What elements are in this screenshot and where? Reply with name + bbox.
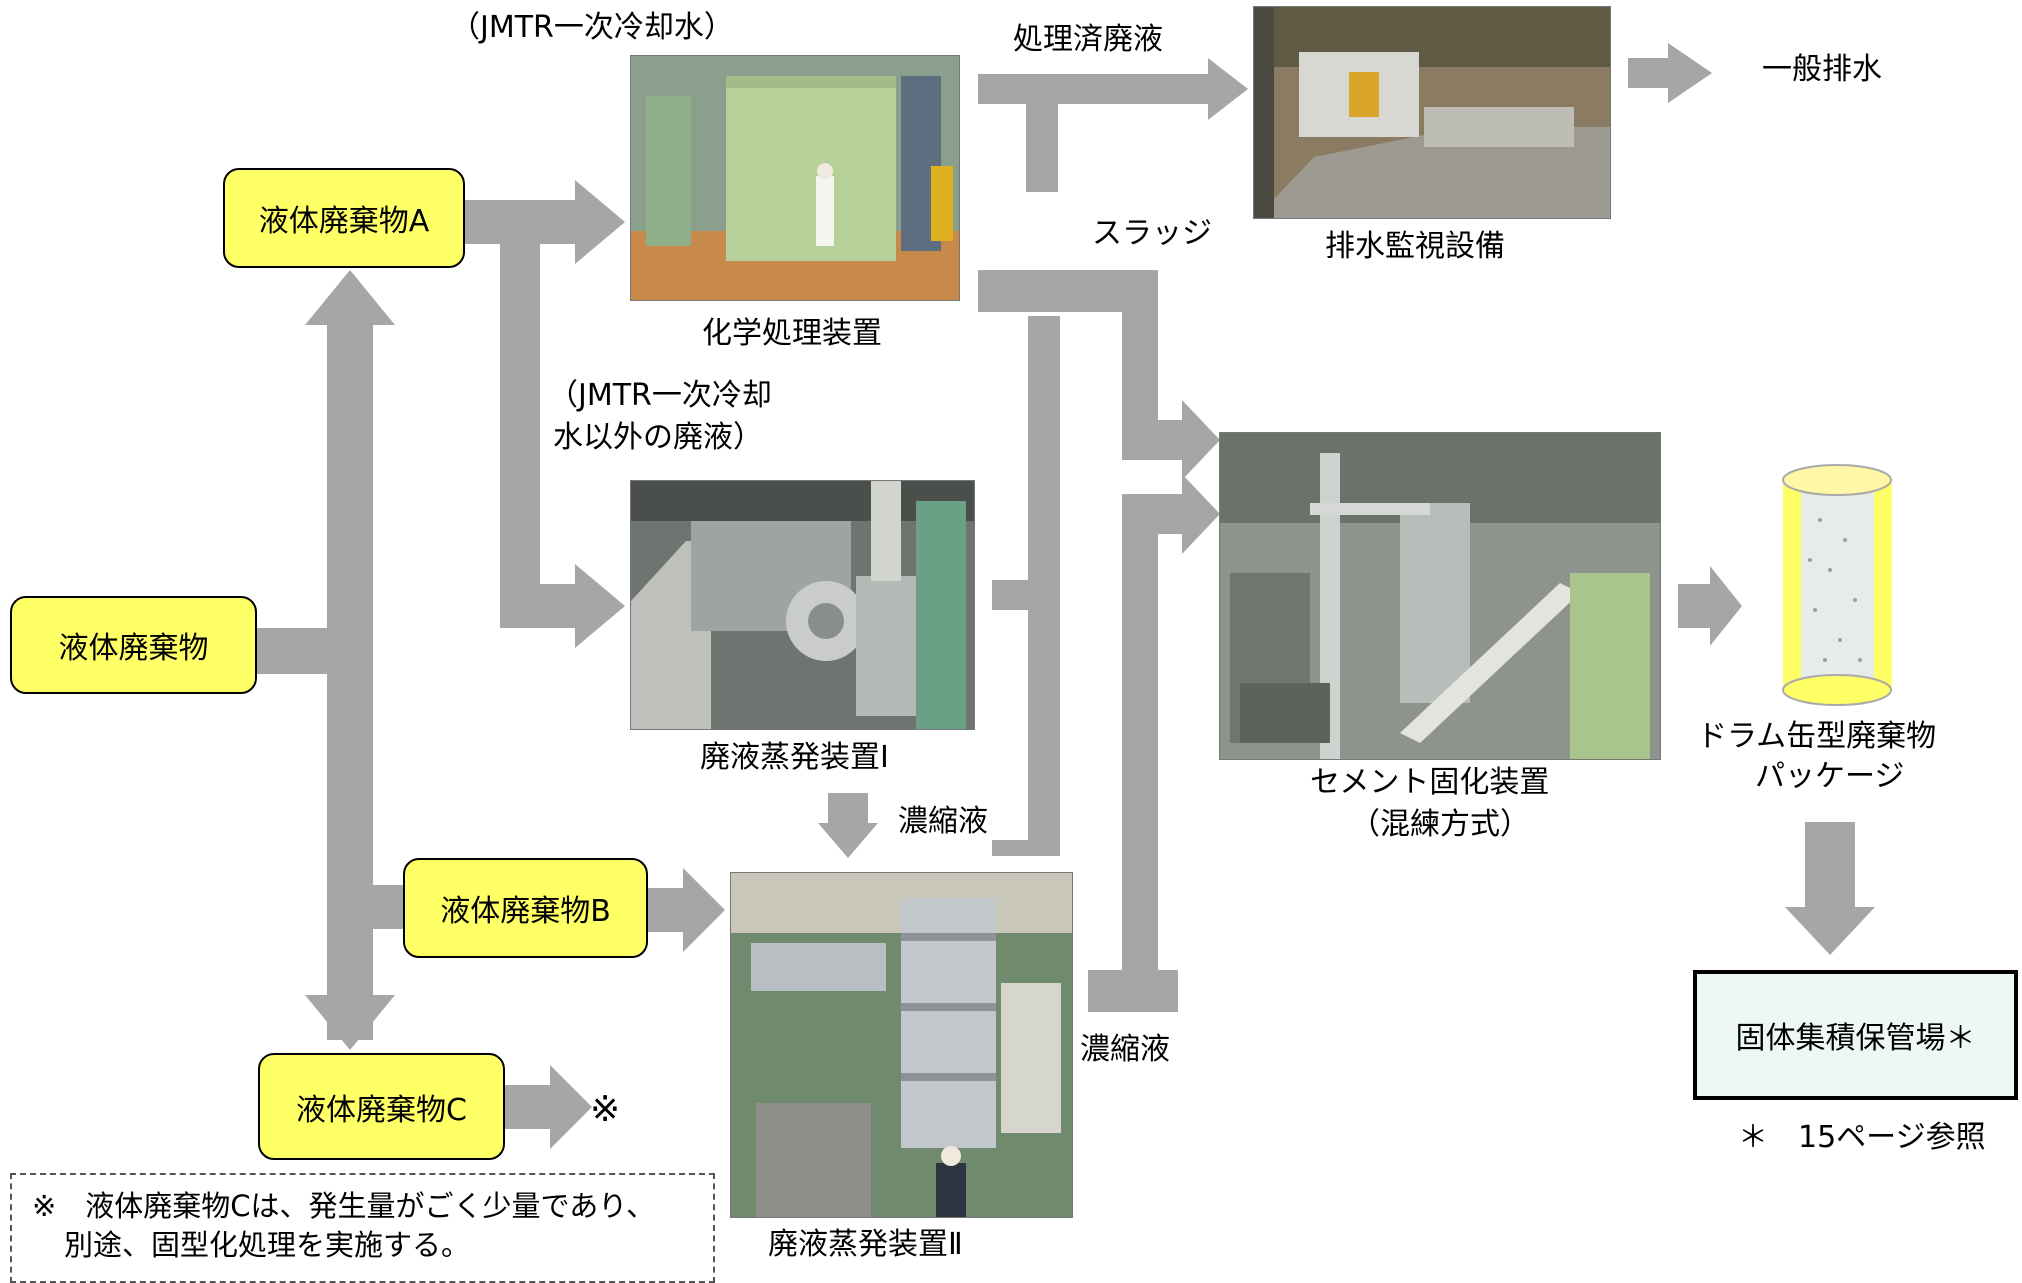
evaporator-2-label: 廃液蒸発装置Ⅱ bbox=[768, 1227, 963, 1262]
drain-monitor-label: 排水監視設備 bbox=[1325, 229, 1505, 264]
concentrate-1-label: 濃縮液 bbox=[898, 804, 988, 839]
evaporator-2-photo bbox=[730, 872, 1073, 1218]
non-jmtr-label-line2: 水以外の廃液） bbox=[553, 420, 763, 455]
drum-package-label-line1: ドラム缶型廃棄物 bbox=[1697, 719, 1937, 754]
footnote-line2: 別途、固型化処理を実施する。 bbox=[64, 1228, 471, 1263]
page-reference-label: ＊ 15ページ参照 bbox=[1738, 1120, 1986, 1155]
solid-storage-box[interactable]: 固体集積保管場＊ bbox=[1693, 970, 2018, 1100]
cement-solidification-label-line2: （混練方式） bbox=[1350, 807, 1530, 842]
drum-package-icon bbox=[1782, 464, 1892, 706]
non-jmtr-label-line1: （JMTR一次冷却 bbox=[548, 378, 772, 413]
evaporator-1-photo bbox=[630, 480, 975, 730]
evaporator-1-label: 廃液蒸発装置Ⅰ bbox=[700, 740, 889, 775]
c-note-mark: ※ bbox=[590, 1089, 621, 1130]
liquid-waste-a-node[interactable]: 液体廃棄物A bbox=[223, 168, 465, 268]
treated-liquid-label: 処理済廃液 bbox=[1013, 22, 1163, 57]
chemical-treatment-label: 化学処理装置 bbox=[702, 316, 882, 351]
drain-monitor-photo bbox=[1253, 6, 1611, 219]
liquid-waste-b-node[interactable]: 液体廃棄物B bbox=[403, 858, 648, 958]
concentrate-2-label: 濃縮液 bbox=[1080, 1032, 1170, 1067]
cement-solidification-label-line1: セメント固化装置 bbox=[1310, 765, 1550, 800]
sludge-label: スラッジ bbox=[1092, 216, 1212, 251]
footnote-line1: ※ 液体廃棄物Cは、発生量がごく少量であり、 bbox=[32, 1189, 656, 1223]
jmtr-primary-label: （JMTR一次冷却水） bbox=[450, 10, 734, 45]
liquid-waste-node[interactable]: 液体廃棄物 bbox=[10, 596, 257, 694]
general-discharge-label: 一般排水 bbox=[1762, 52, 1882, 87]
cement-solidification-photo bbox=[1219, 432, 1661, 760]
liquid-waste-c-node[interactable]: 液体廃棄物C bbox=[258, 1053, 505, 1160]
drum-package-label-line2: パッケージ bbox=[1755, 759, 1905, 794]
chemical-treatment-photo bbox=[630, 55, 960, 301]
